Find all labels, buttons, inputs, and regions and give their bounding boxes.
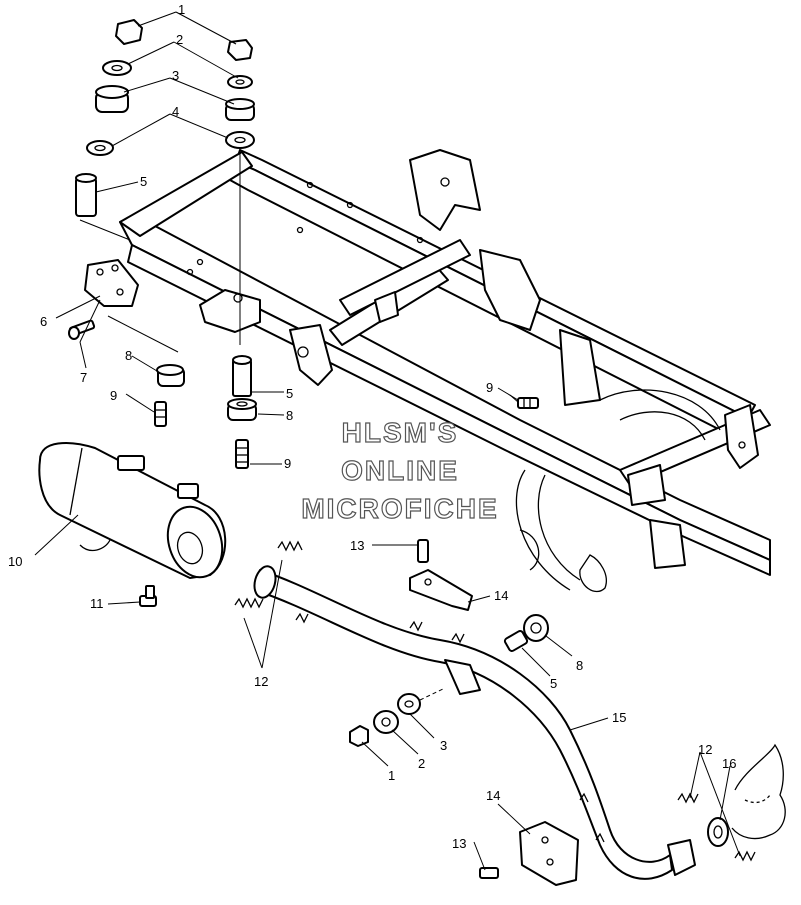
callout-12b: 12 — [698, 742, 712, 757]
right-grommet — [503, 614, 549, 652]
part-15-exhaust-pipe — [253, 565, 696, 880]
part-6-bracket — [84, 259, 139, 307]
callout-4: 4 — [172, 104, 179, 119]
callout-7: 7 — [80, 370, 87, 385]
center-mount-stack — [227, 355, 257, 469]
callout-15: 15 — [612, 710, 626, 725]
left-mount-stack — [75, 19, 143, 217]
watermark: HLSM'S ONLINE MICROFICHE — [301, 416, 498, 524]
callout-3: 3 — [172, 68, 179, 83]
leader-lines — [34, 11, 741, 871]
callout-6: 6 — [40, 314, 47, 329]
callout-9c: 9 — [486, 380, 493, 395]
callout-9a: 9 — [110, 388, 117, 403]
callout-5c: 5 — [550, 676, 557, 691]
part-14-bracket-upper — [409, 539, 473, 611]
frame-rails — [119, 149, 771, 593]
callout-1: 1 — [178, 2, 185, 17]
callout-3b: 3 — [440, 738, 447, 753]
part-12-springs — [234, 540, 756, 862]
callout-9b: 9 — [284, 456, 291, 471]
callout-13b: 13 — [452, 836, 466, 851]
callout-13a: 13 — [350, 538, 364, 553]
part-10-muffler — [38, 442, 227, 579]
part-16-gasket — [707, 743, 786, 847]
watermark-line-3: MICROFICHE — [301, 493, 498, 524]
callout-8b: 8 — [286, 408, 293, 423]
lower-mount-stack — [349, 687, 446, 747]
frame-mount-bracket — [199, 289, 399, 386]
callout-5: 5 — [140, 174, 147, 189]
part-14-bracket-lower — [479, 821, 579, 886]
part-11-bolt — [139, 585, 157, 607]
callout-2b: 2 — [418, 756, 425, 771]
callout-5b: 5 — [286, 386, 293, 401]
callout-11: 11 — [90, 596, 104, 611]
rear-screw — [509, 394, 539, 409]
watermark-line-1: HLSM'S — [342, 417, 459, 448]
watermark-line-2: ONLINE — [341, 455, 459, 486]
callout-14a: 14 — [494, 588, 508, 603]
callout-8a: 8 — [125, 348, 132, 363]
callout-16: 16 — [722, 756, 736, 771]
callout-2: 2 — [176, 32, 183, 47]
callout-10: 10 — [8, 554, 22, 569]
callout-14b: 14 — [486, 788, 500, 803]
callout-1b: 1 — [388, 768, 395, 783]
callout-12a: 12 — [254, 674, 268, 689]
right-mount-stack — [225, 39, 255, 345]
callout-labels: 1 2 3 4 5 6 7 8 9 5 8 9 9 10 11 12 13 14… — [8, 2, 736, 851]
callout-8c: 8 — [576, 658, 583, 673]
